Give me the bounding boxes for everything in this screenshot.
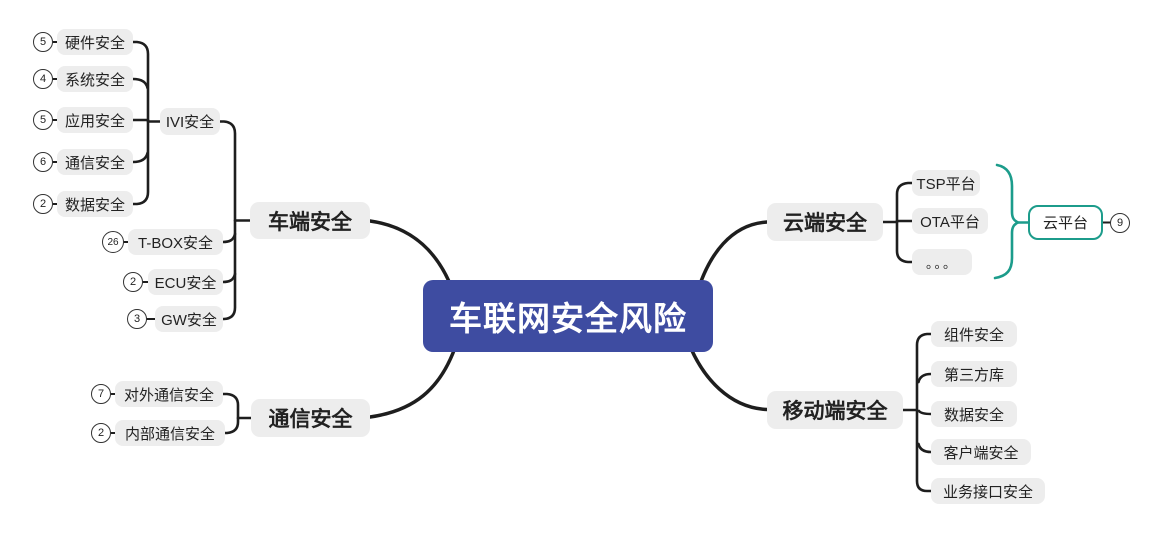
count-badge-hardware[interactable]: 5 [33,32,53,52]
node-hardware-security[interactable]: 硬件安全 [57,29,133,55]
link-mobile-data [917,409,933,416]
link-comm-outer [221,392,240,435]
node-external-comm-security[interactable]: 对外通信安全 [115,381,223,407]
summary-brace [993,163,1021,280]
count-badge-cloud-platform[interactable]: 9 [1110,213,1130,233]
node-third-party-lib[interactable]: 第三方库 [931,361,1017,387]
node-ivi-security[interactable]: IVI安全 [160,108,220,135]
node-ota-platform[interactable]: OTA平台 [912,208,988,234]
node-internal-comm-security[interactable]: 内部通信安全 [115,420,225,446]
node-communication-security[interactable]: 通信安全 [251,399,370,437]
node-data-security-ivi[interactable]: 数据安全 [57,191,133,217]
count-badge-tbox[interactable]: 26 [102,231,124,253]
count-badge-system[interactable]: 4 [33,69,53,89]
link-vehicle-tbox [221,232,237,244]
link-mobile-thirdlib [917,372,933,384]
node-vehicle-security[interactable]: 车端安全 [250,202,370,239]
link-mobile-outer [915,332,933,493]
node-mobile-security[interactable]: 移动端安全 [767,391,903,429]
node-tsp-platform[interactable]: TSP平台 [912,170,980,196]
node-cloud-security[interactable]: 云端安全 [767,203,883,241]
node-comm-security-ivi[interactable]: 通信安全 [57,149,133,175]
node-root[interactable]: 车联网安全风险 [423,280,713,352]
link-ivi-system [131,77,149,90]
count-badge-external[interactable]: 7 [91,384,111,404]
count-badge-ecu[interactable]: 2 [123,272,143,292]
node-cloud-ellipsis[interactable]: 。。。 [912,249,972,275]
node-ecu-security[interactable]: ECU安全 [148,269,223,295]
node-data-security-mobile[interactable]: 数据安全 [931,401,1017,427]
node-tbox-security[interactable]: T-BOX安全 [128,229,223,255]
link-mobile-client [917,442,933,454]
link-ivi-comm [131,151,149,164]
link-root-communication [368,340,459,419]
count-badge-gw[interactable]: 3 [127,309,147,329]
count-badge-data-ivi[interactable]: 2 [33,194,53,214]
node-gw-security[interactable]: GW安全 [155,306,223,332]
link-cloud-outer [895,181,914,264]
node-client-security[interactable]: 客户端安全 [931,439,1031,465]
link-ivi-outer [131,40,150,206]
node-application-security[interactable]: 应用安全 [57,107,133,133]
node-component-security[interactable]: 组件安全 [931,321,1017,347]
node-api-security[interactable]: 业务接口安全 [931,478,1045,504]
link-vehicle-ecu [221,272,237,284]
node-cloud-platform-summary[interactable]: 云平台 [1028,205,1103,240]
node-system-security[interactable]: 系统安全 [57,66,133,92]
count-badge-comm-ivi[interactable]: 6 [33,152,53,172]
count-badge-application[interactable]: 5 [33,110,53,130]
count-badge-internal[interactable]: 2 [91,423,111,443]
